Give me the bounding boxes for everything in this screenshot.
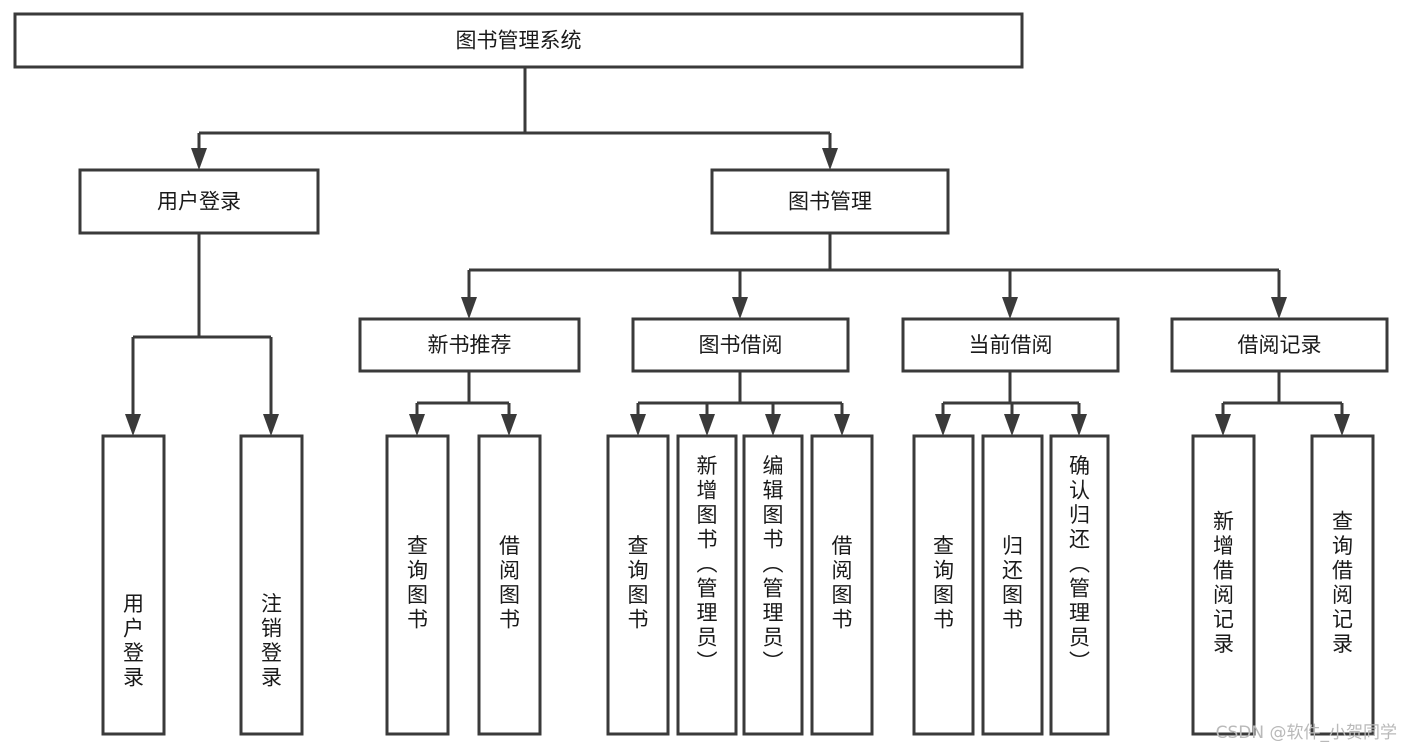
leaf-label: 新增图书︵管理员︶ <box>697 454 718 674</box>
node-label: 图书借阅 <box>699 333 783 357</box>
leaf-label: 借阅图书 <box>832 534 853 632</box>
leaf-leaf-borrow-book-rec[interactable]: 借阅图书 <box>477 434 542 736</box>
node-label: 新书推荐 <box>428 333 512 357</box>
watermark-text: CSDN @软件_小贺同学 <box>1215 723 1397 743</box>
connector-current-borrow-to-leaves <box>935 371 1087 436</box>
leaf-label: 查询图书 <box>933 534 954 632</box>
connector-new-book-to-leaves <box>409 371 517 436</box>
node-label: 图书管理 <box>788 190 872 214</box>
leaf-label: 新增借阅记录 <box>1213 510 1234 657</box>
leaf-leaf-return-book[interactable]: 归还图书 <box>981 434 1044 736</box>
connector-book-manage-to-level3 <box>461 233 1287 319</box>
leaf-label: 确认归还︵管理员︶ <box>1069 454 1090 674</box>
leaf-label: 查询图书 <box>407 534 428 632</box>
leaf-leaf-add-record[interactable]: 新增借阅记录 <box>1191 434 1256 736</box>
leaf-leaf-query-book-borrow[interactable]: 查询图书 <box>606 434 670 736</box>
leaf-leaf-edit-book[interactable]: 编辑图书︵管理员︶ <box>742 434 804 736</box>
node-label: 借阅记录 <box>1238 333 1322 357</box>
node-root[interactable]: 图书管理系统 <box>13 12 1024 69</box>
node-borrow-record[interactable]: 借阅记录 <box>1170 317 1389 373</box>
leaf-label: 编辑图书︵管理员︶ <box>763 454 784 674</box>
node-user-login[interactable]: 用户登录 <box>78 168 320 235</box>
node-label: 图书管理系统 <box>456 29 582 53</box>
leaf-leaf-query-book-rec[interactable]: 查询图书 <box>385 434 450 736</box>
node-book-manage[interactable]: 图书管理 <box>710 168 950 235</box>
leaf-leaf-query-record[interactable]: 查询借阅记录 <box>1310 434 1375 736</box>
leaf-label: 用户登录 <box>123 592 144 690</box>
connector-root-to-level2 <box>191 67 838 170</box>
node-current-borrow[interactable]: 当前借阅 <box>901 317 1120 373</box>
leaf-leaf-logout[interactable]: 注销登录 <box>239 434 304 736</box>
node-label: 用户登录 <box>157 190 241 214</box>
leaf-label: 注销登录 <box>261 592 282 690</box>
leaf-leaf-confirm-return[interactable]: 确认归还︵管理员︶ <box>1049 434 1110 736</box>
leaf-leaf-borrow-book[interactable]: 借阅图书 <box>810 434 874 736</box>
connector-layer <box>125 67 1350 436</box>
leaf-label: 借阅图书 <box>499 534 520 632</box>
leaf-leaf-query-book-current[interactable]: 查询图书 <box>912 434 975 736</box>
node-book-borrow[interactable]: 图书借阅 <box>631 317 850 373</box>
leaf-label: 查询图书 <box>628 534 649 632</box>
connector-user-login-to-leaves <box>125 233 279 436</box>
node-new-book-recommend[interactable]: 新书推荐 <box>358 317 581 373</box>
leaf-leaf-add-book[interactable]: 新增图书︵管理员︶ <box>676 434 738 736</box>
connector-borrow-record-to-leaves <box>1215 371 1350 436</box>
leaf-label: 归还图书 <box>1002 534 1023 632</box>
node-layer: 图书管理系统用户登录图书管理新书推荐图书借阅当前借阅借阅记录用户登录注销登录查询… <box>13 12 1389 736</box>
leaf-leaf-user-login[interactable]: 用户登录 <box>101 434 166 736</box>
node-label: 当前借阅 <box>969 333 1053 357</box>
leaf-label: 查询借阅记录 <box>1332 510 1353 657</box>
connector-book-borrow-to-leaves <box>630 371 850 436</box>
